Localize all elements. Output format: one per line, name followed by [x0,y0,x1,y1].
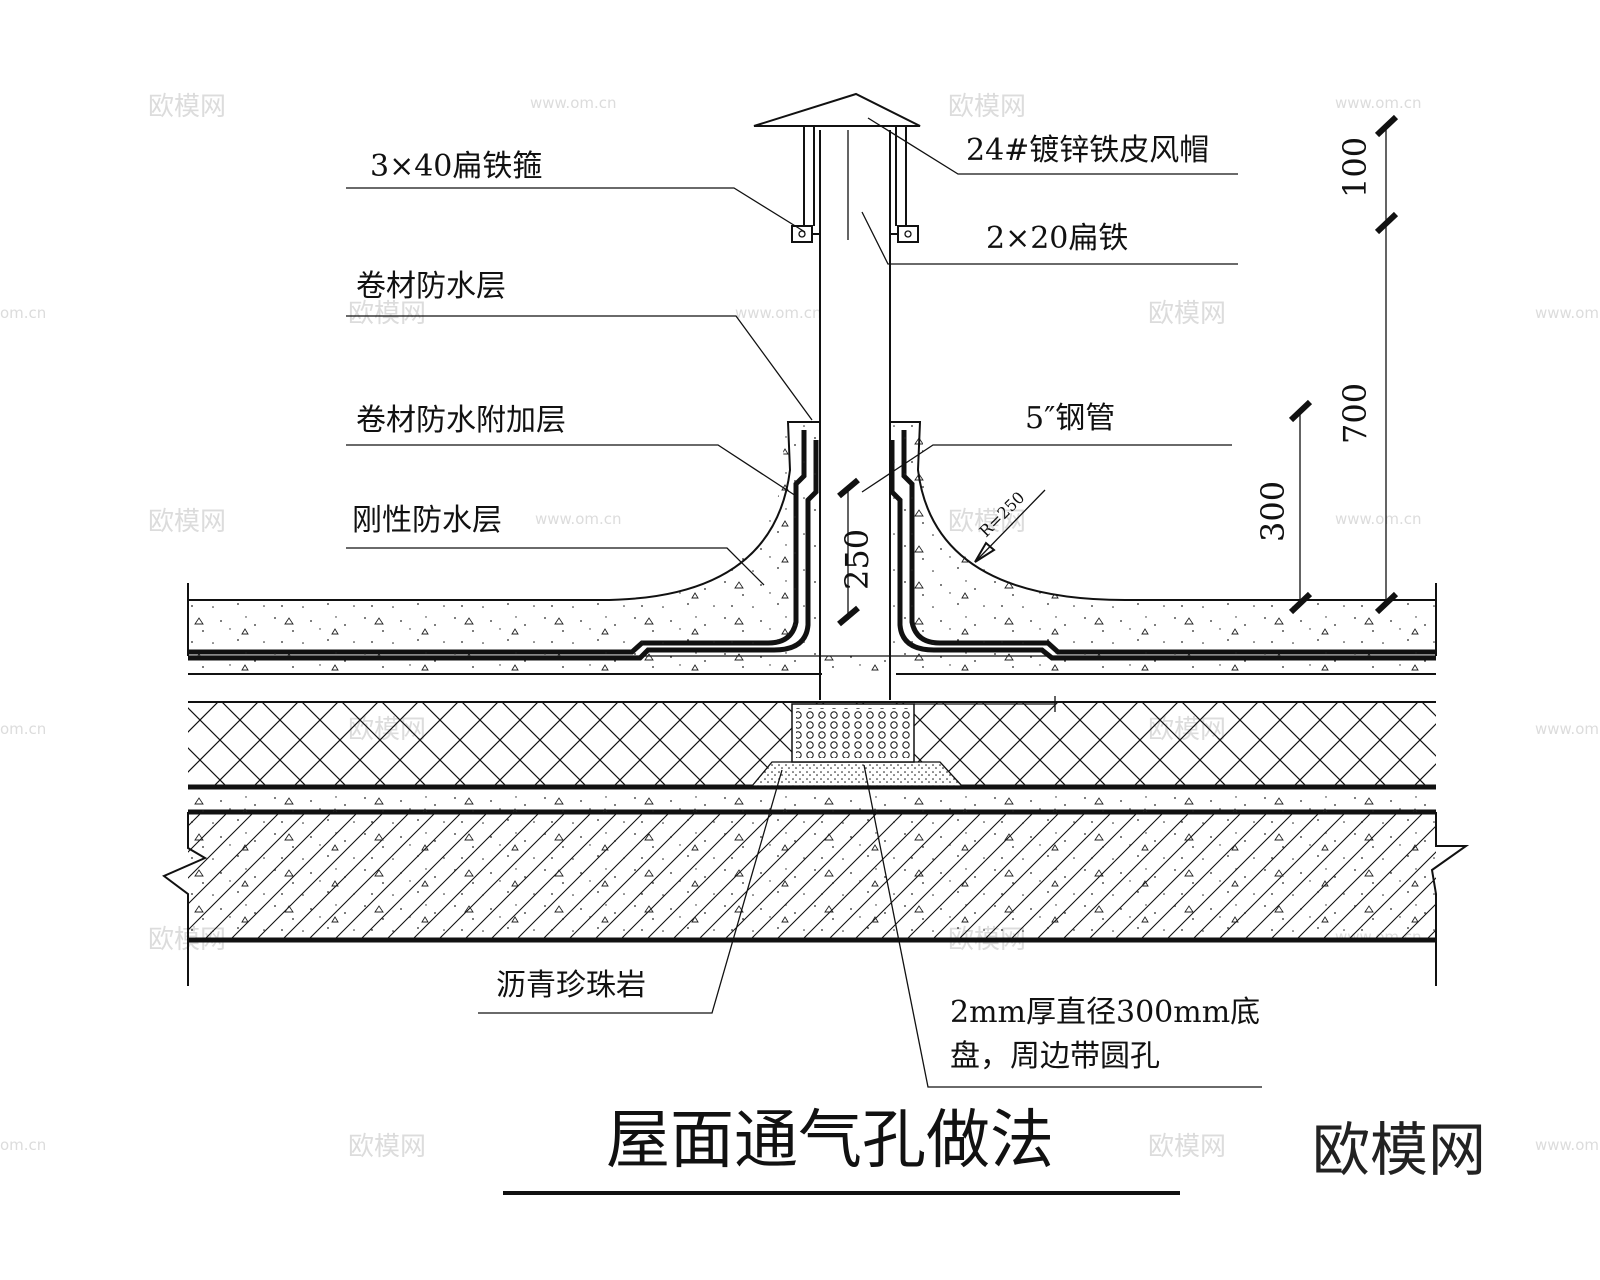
dim-700-text: 700 [1336,383,1374,444]
wind-cap-label: 24#镀锌铁皮风帽 [966,133,1209,168]
watermark-logo: 欧模网 [1148,299,1226,329]
dim-300-text: 300 [1254,481,1292,542]
tray-label-line1: 2mm厚直径300mm底 [950,995,1260,1030]
watermark-url: om.cn [0,1136,46,1154]
drawing-title: 屋面通气孔做法 [606,1104,1054,1178]
perlite-label: 沥青珍珠岩 [496,968,646,1003]
leveling-layer [188,784,1436,812]
rigid-layer-label: 刚性防水层 [352,503,502,538]
dim-100-text: 100 [1336,137,1374,198]
steel-pipe-label: 5″钢管 [1025,401,1115,436]
watermark-logo: 欧模网 [1148,1132,1226,1162]
watermark-url: www.om.cn [1535,304,1600,322]
dim-250-text: 250 [838,529,876,590]
rigid-layer [187,421,1437,656]
dimension-lines [837,114,1399,627]
watermark-url: www.om.cn [1535,720,1600,738]
leader-lines [346,117,1262,1088]
wind-cap [753,92,921,226]
flat-hoop-label: 3×40扁铁箍 [370,149,542,184]
brand-logo: 欧模网 [1312,1116,1486,1184]
insulation-layer [188,696,1436,787]
watermark-url: www.om.cn [535,510,622,528]
title-block: 屋面通气孔做法 欧模网 [503,1104,1486,1195]
watermark-logo: 欧模网 [348,1132,426,1162]
watermark-logo: 欧模网 [348,299,426,329]
watermark-url: www.om.cn [1335,94,1422,112]
labels: 3×40扁铁箍 24#镀锌铁皮风帽 2×20扁铁 卷材防水层 卷材防水附加层 5… [352,133,1260,1074]
tray-label-line2: 盘，周边带圆孔 [950,1039,1160,1074]
steel-pipe [791,130,919,700]
watermark-url: om.cn [0,720,46,738]
structural-slab [162,809,1470,986]
flat-iron-label: 2×20扁铁 [986,221,1128,256]
watermark-url: www.om.cn [1535,1136,1600,1154]
watermark-url: www.om.cn [735,304,822,322]
watermark-logo: 欧模网 [148,507,226,537]
watermark-logo: 欧模网 [148,92,226,122]
watermark-url: om.cn [0,304,46,322]
watermark-url: www.om.cn [1335,510,1422,528]
membrane-extra-label: 卷材防水附加层 [356,403,566,438]
membrane-label: 卷材防水层 [356,269,506,304]
watermark-logo: 欧模网 [948,92,1026,122]
watermark-url: www.om.cn [530,94,617,112]
watermark-layer: 欧模网 www.om.cn 欧模网 www.om.cn om.cn 欧模网 ww… [0,92,1600,1162]
